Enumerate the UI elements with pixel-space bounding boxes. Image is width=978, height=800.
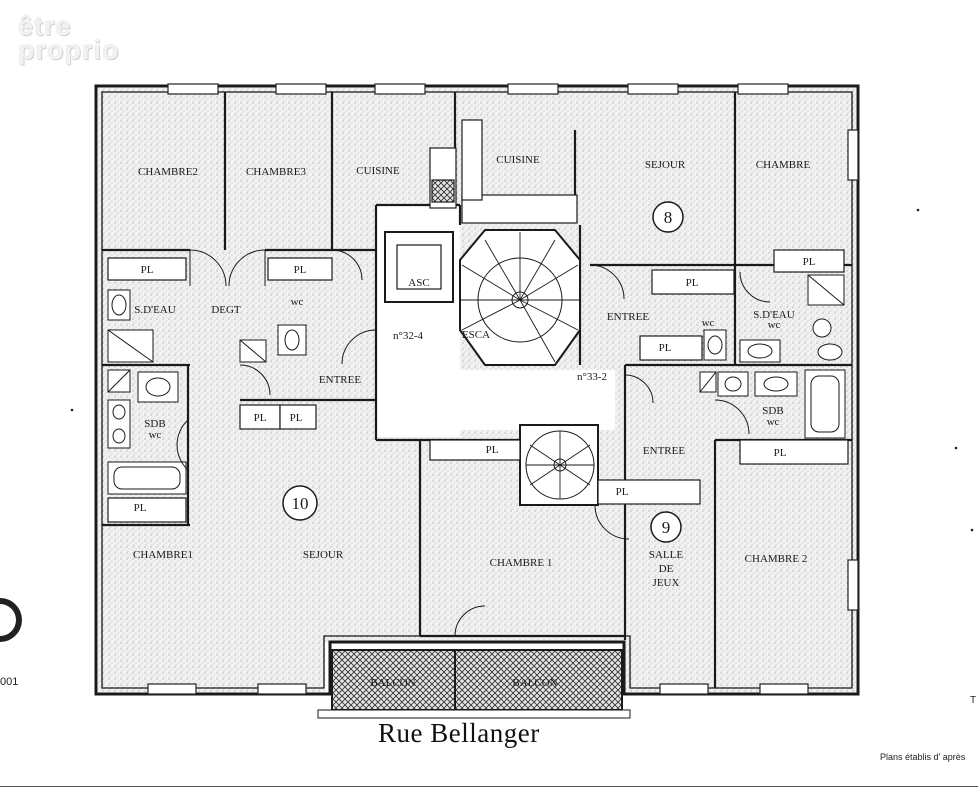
- room-label: PL: [486, 444, 499, 456]
- room-label: SEJOUR: [303, 549, 344, 561]
- lot-label-9: 9: [662, 518, 671, 537]
- bottom-rule: [0, 786, 978, 787]
- room-label: PL: [616, 486, 629, 498]
- edge-marks: [0, 208, 974, 642]
- watermark-line-2: proprio: [18, 35, 120, 65]
- room-label: CHAMBRE3: [246, 166, 306, 178]
- room-label: PL: [290, 412, 303, 424]
- lot-labels: 8 10 9: [292, 208, 673, 537]
- room-label: JEUX: [653, 577, 680, 589]
- lot-label-8: 8: [664, 208, 673, 227]
- room-label: PL: [134, 502, 147, 514]
- room-label: wc: [767, 416, 780, 428]
- room-label: wc: [768, 319, 781, 331]
- room-label: DE: [659, 563, 674, 575]
- kitchen-counters: [429, 119, 578, 224]
- lot-label-10: 10: [292, 494, 309, 513]
- room-label: CUISINE: [356, 165, 400, 177]
- room-label: SALLE: [649, 549, 684, 561]
- watermark-line-1: être: [18, 11, 72, 41]
- room-label: PL: [659, 342, 672, 354]
- room-label: SDB: [144, 418, 165, 430]
- balcony-railings: [317, 649, 631, 719]
- room-label: CHAMBRE2: [138, 166, 198, 178]
- main-staircase: [459, 229, 581, 366]
- room-label: wc: [149, 429, 162, 441]
- room-label: PL: [141, 264, 154, 276]
- door-swings: [176, 249, 771, 637]
- lot-markers: [282, 201, 684, 543]
- room-label: wc: [291, 296, 304, 308]
- footnote-text: Plans établis d' après: [880, 752, 966, 762]
- room-label: ENTREE: [607, 311, 649, 323]
- room-label: SDB: [762, 405, 783, 417]
- room-label: ESCA: [462, 329, 490, 341]
- room-label: BALCON: [370, 677, 415, 689]
- room-label: CUISINE: [496, 154, 540, 166]
- room-label: PL: [294, 264, 307, 276]
- room-label: PL: [254, 412, 267, 424]
- room-label: PL: [803, 256, 816, 268]
- spiral-staircase: [519, 424, 599, 506]
- edge-letter: T: [970, 695, 977, 706]
- room-label: S.D'EAU: [134, 304, 175, 316]
- room-label: ENTREE: [643, 445, 685, 457]
- room-label: ASC: [408, 277, 429, 289]
- bathroom-fixtures: [107, 274, 846, 495]
- watermark-logo: être proprio: [18, 11, 120, 65]
- room-label: n°33-2: [577, 371, 607, 383]
- room-label: SEJOUR: [645, 159, 686, 171]
- room-label: DEGT: [211, 304, 241, 316]
- room-label: n°32-4: [393, 330, 424, 342]
- room-label: wc: [702, 317, 715, 329]
- room-label: CHAMBRE 2: [745, 553, 808, 565]
- edge-number: 001: [0, 676, 19, 688]
- room-label: PL: [774, 447, 787, 459]
- room-label: ENTREE: [319, 374, 361, 386]
- elevator-shaft: [384, 231, 454, 303]
- room-labels: CHAMBRE2 CHAMBRE3 CUISINE CUISINE SEJOUR…: [133, 154, 816, 689]
- room-label: CHAMBRE1: [133, 549, 193, 561]
- windows: [147, 83, 859, 695]
- room-label: CHAMBRE: [756, 159, 811, 171]
- room-label: PL: [686, 277, 699, 289]
- street-name: Rue Bellanger: [378, 718, 540, 748]
- cabinets: [107, 249, 849, 523]
- room-label: CHAMBRE 1: [490, 557, 553, 569]
- interior-walls: [102, 92, 852, 688]
- room-label: S.D'EAU: [753, 309, 794, 321]
- room-label: BALCON: [512, 677, 557, 689]
